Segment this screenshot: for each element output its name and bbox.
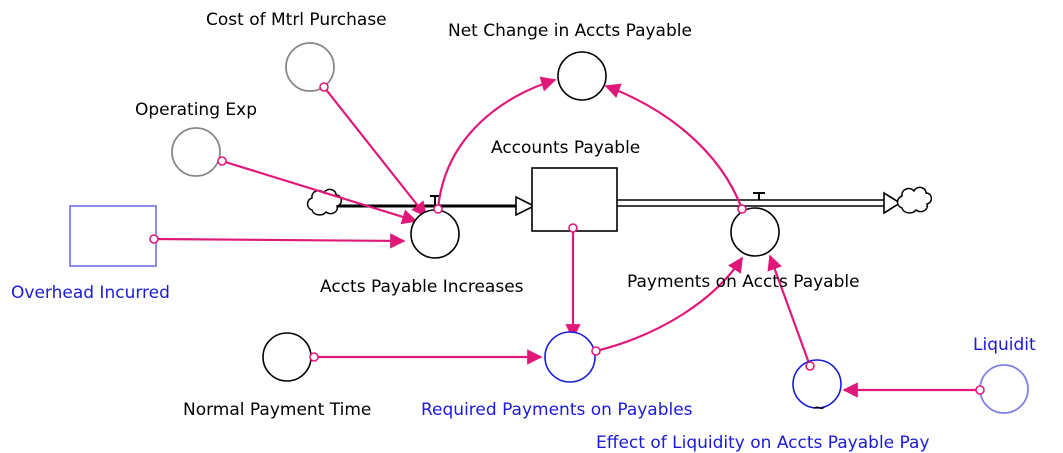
required-payments-node[interactable] (544, 331, 596, 383)
operating-exp-node[interactable] (171, 127, 221, 177)
label-normal-payment-time: Normal Payment Time (183, 400, 371, 420)
connector-overhead-to-increases[interactable] (153, 233, 406, 249)
net-change-accts-payable-node[interactable] (557, 51, 607, 101)
payments-on-accts-payable-node[interactable] (730, 207, 780, 257)
connectors (153, 76, 980, 398)
label-net-change-accts-payable: Net Change in Accts Payable (448, 21, 692, 41)
connector-effect-to-payments[interactable] (767, 254, 812, 367)
label-accounts-payable: Accounts Payable (491, 138, 640, 158)
accounts-payable-stock[interactable] (531, 167, 618, 232)
connector-increases-to-net-change[interactable] (436, 76, 557, 210)
label-cost-of-mtrl-purchase: Cost of Mtrl Purchase (206, 10, 387, 30)
connector-cost-mtrl-to-increases[interactable] (323, 86, 427, 218)
accts-payable-increases-node[interactable] (410, 209, 460, 259)
effect-of-liquidity-node[interactable] (792, 359, 842, 409)
label-payments-on-accts-payable: Payments on Accts Payable (627, 272, 860, 292)
connector-payments-to-net-change[interactable] (604, 83, 744, 210)
outflow-pipe-payments-on-accts-payable[interactable] (617, 191, 902, 215)
connector-operating-exp-to-increases[interactable] (221, 159, 418, 225)
overhead-incurred-box[interactable] (69, 205, 157, 267)
label-effect-of-liquidity: Effect of Liquidity on Accts Payable Pay (596, 433, 930, 453)
cost-of-mtrl-purchase-node[interactable] (285, 42, 335, 92)
sink-cloud-icon (896, 186, 933, 214)
connector-origin-dots (149, 82, 985, 395)
label-accts-payable-increases: Accts Payable Increases (320, 277, 524, 297)
normal-payment-time-node[interactable] (262, 332, 312, 382)
label-operating-exp: Operating Exp (135, 100, 257, 120)
label-overhead-incurred: Overhead Incurred (11, 283, 170, 303)
connector-required-to-payments[interactable] (595, 256, 743, 353)
lookup-symbol: ~ (812, 398, 826, 418)
label-liquidity: Liquidit (973, 335, 1036, 355)
label-required-payments-on-payables: Required Payments on Payables (421, 400, 693, 420)
liquidity-node[interactable] (979, 364, 1029, 414)
